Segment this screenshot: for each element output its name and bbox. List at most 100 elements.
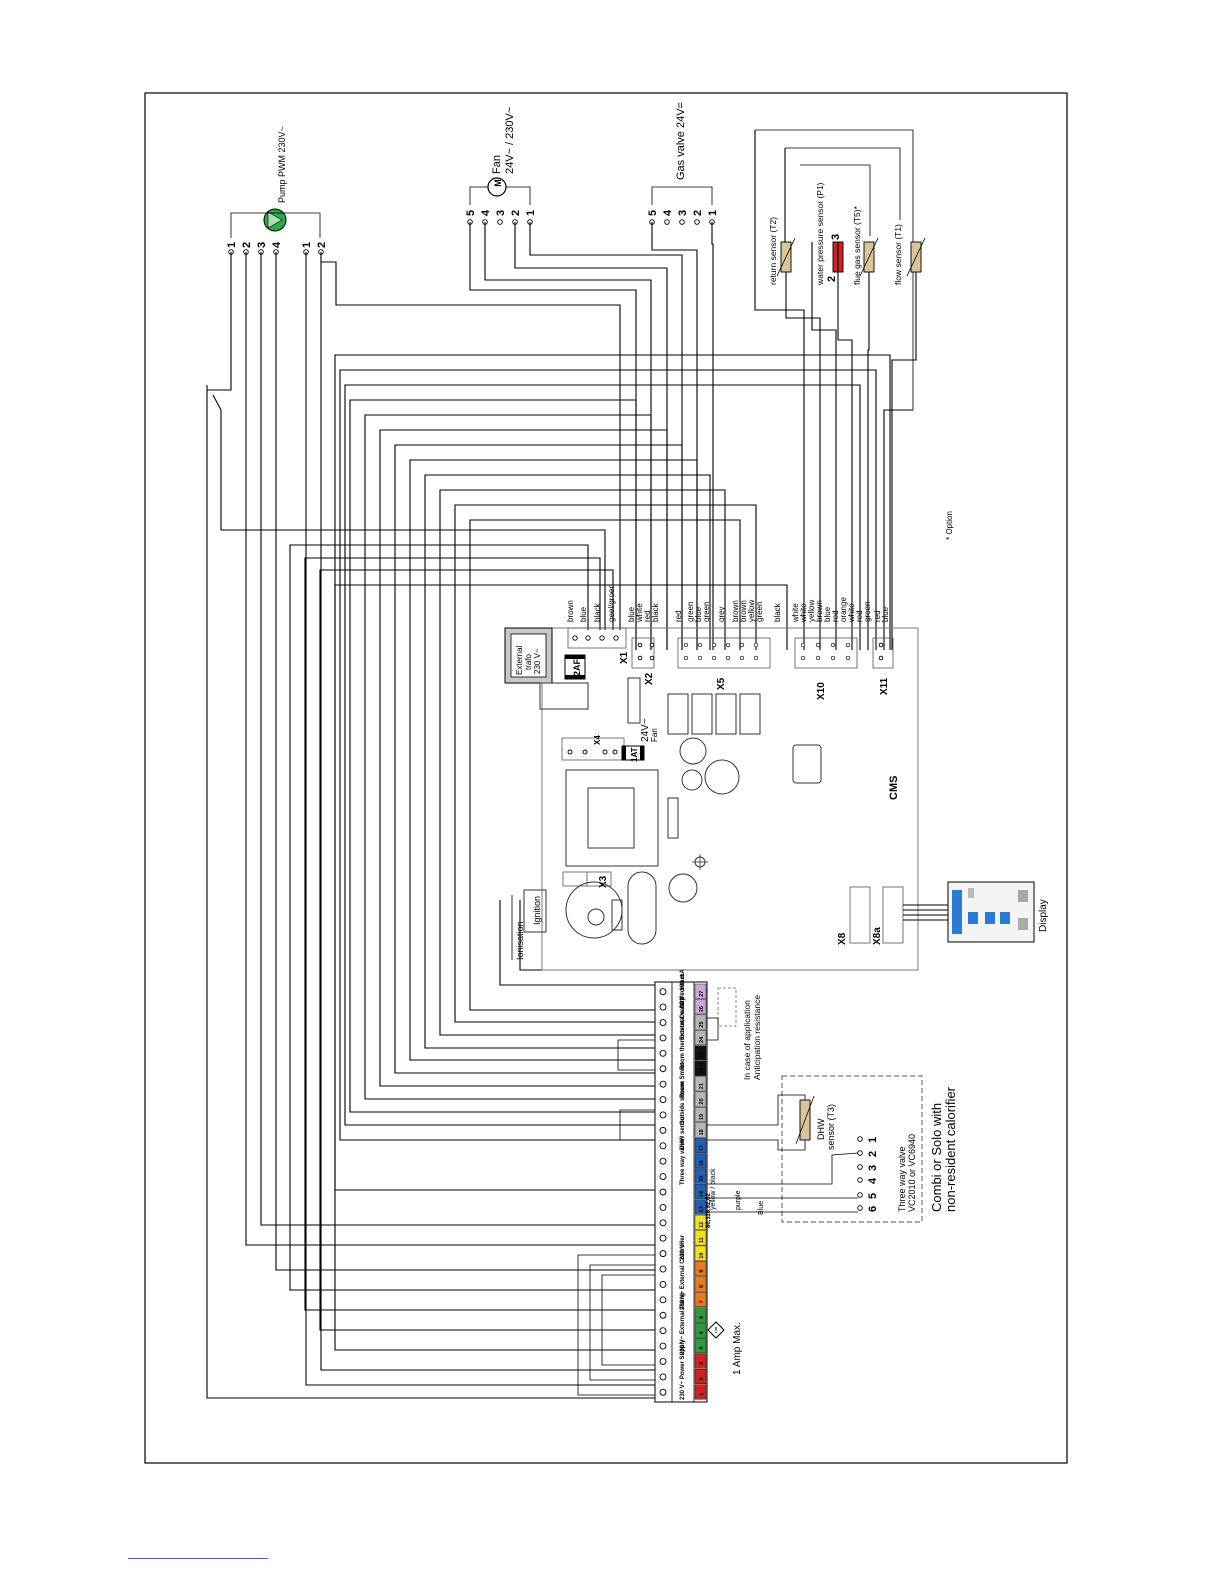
wire-color: blue xyxy=(627,606,636,622)
anticipation-note: In case of application xyxy=(742,1000,752,1080)
terminal-strip: 1234567891011121314151617181920212223242… xyxy=(654,968,762,1403)
terminal-number: 23 xyxy=(699,1052,705,1058)
terminal-screw xyxy=(659,1173,667,1181)
terminal-cell xyxy=(694,999,707,1015)
fan-pin: 2 xyxy=(510,210,522,216)
terminal-screw xyxy=(659,1157,667,1165)
terminal-screw xyxy=(659,1280,667,1288)
terminal-group-label: 24 V= 100 mA xyxy=(680,968,686,1008)
wire-note: Blue xyxy=(758,1201,765,1215)
gas-valve-pin: 3 xyxy=(677,210,689,216)
terminal-number: 15 xyxy=(699,1176,705,1182)
terminal-cell xyxy=(694,1291,707,1307)
terminal-group-label: 80,116,92,62 xyxy=(706,1193,712,1228)
terminal-screw xyxy=(659,1065,667,1073)
display: Display xyxy=(903,881,1049,943)
pump-pin: 4 xyxy=(271,241,283,248)
ionisation-label: Ionisation xyxy=(515,921,525,960)
terminal-cell xyxy=(694,1199,707,1215)
three-way-pin: 1 xyxy=(867,1137,879,1143)
terminal-screw xyxy=(659,1019,667,1026)
terminal-screw xyxy=(659,1126,667,1134)
terminal-cell xyxy=(694,1153,707,1169)
wire-color: red xyxy=(855,610,864,622)
connector-x2: X2 xyxy=(644,672,655,685)
terminal-number: 12 xyxy=(699,1222,705,1228)
fan-label: Fan xyxy=(491,155,503,174)
footer-rule xyxy=(128,1558,268,1559)
terminal-screw xyxy=(659,1203,667,1211)
terminal-cell xyxy=(694,1107,707,1123)
terminal-number: 8 xyxy=(699,1285,705,1288)
connector-x5: X5 xyxy=(716,677,727,690)
wire-note: purple xyxy=(735,1190,742,1210)
terminal-number: 4 xyxy=(699,1346,705,1350)
terminal-number: 16 xyxy=(699,1160,705,1166)
wire-color: red xyxy=(674,610,683,622)
terminal-cell xyxy=(694,1214,707,1230)
pump-label: Pump PWM 230V~ xyxy=(277,126,287,203)
pump-pin: 3 xyxy=(256,242,268,248)
terminal-number: 27 xyxy=(699,991,705,997)
wire-color: orange xyxy=(839,597,848,622)
dhw-sensor-label: DHW xyxy=(816,1118,826,1140)
external-trafo-line: trafo xyxy=(524,653,533,670)
terminal-cell xyxy=(694,1091,707,1107)
wire-color: black xyxy=(651,602,660,622)
terminal-cell xyxy=(694,1276,707,1292)
combi-solo-label: Combi or Solo with xyxy=(929,1103,944,1212)
amp-max-label: 1 Amp Max. xyxy=(732,1322,743,1375)
dhw-sensor-label: sensor (T3) xyxy=(826,1104,836,1150)
terminal-cell xyxy=(694,983,707,999)
wire-color: green xyxy=(863,602,872,622)
terminal-cell xyxy=(694,1076,707,1092)
terminal-group-label: Room Smart xyxy=(680,1062,686,1098)
fan-motor-symbol: M xyxy=(493,179,503,187)
terminal-cell xyxy=(694,1245,707,1261)
wire-color: geel/groen xyxy=(607,584,616,622)
fan: M Fan 24V~ / 230V~ 5 4 3 2 1 xyxy=(465,107,537,225)
connector-x8a: X8a xyxy=(872,927,883,945)
pump: Pump PWM 230V~ 1 2 3 4 1 2 xyxy=(226,126,328,255)
control-board: External trafo 230 V~ 2AF X1 X2 X5 X10 xyxy=(504,627,919,971)
wire-color: green xyxy=(702,602,711,622)
terminal-cell xyxy=(694,1322,707,1338)
terminal-number: 14 xyxy=(699,1190,705,1197)
terminal-screw xyxy=(659,1188,667,1196)
wire-color: grey xyxy=(717,606,726,622)
fan-supply-label: Fan xyxy=(650,728,659,742)
anticipation-note: Anticipation resistance xyxy=(752,995,762,1080)
wire-color: green xyxy=(686,602,695,622)
wire-color-labels: brown blue black geel/groen blue white r… xyxy=(566,584,890,623)
ignition-label: Ignition xyxy=(532,896,542,925)
terminal-screw xyxy=(659,1219,667,1227)
wire-color: brown xyxy=(731,600,740,622)
terminal-cell xyxy=(694,1122,707,1138)
terminal-cell xyxy=(694,1184,707,1200)
external-trafo-line: 230 V~ xyxy=(533,648,542,674)
terminal-number: 7 xyxy=(699,1300,705,1303)
fuse-1at-label: 1AT xyxy=(630,747,639,762)
terminal-cell xyxy=(694,1168,707,1184)
wire-color: white xyxy=(791,603,800,623)
terminal-group-label: External safety contact xyxy=(680,974,686,1040)
terminal-number: 2 xyxy=(699,1377,705,1380)
pump-pin: 2 xyxy=(241,242,253,248)
terminal-number: 22 xyxy=(699,1068,705,1074)
wire-color: yellow xyxy=(807,600,816,622)
connector-x1: X1 xyxy=(619,651,630,664)
three-way-pin: 5 xyxy=(867,1193,879,1199)
terminal-group-label: 230 V~ External Controller xyxy=(680,1234,686,1310)
terminal-screw xyxy=(659,1373,667,1381)
three-way-pin: 2 xyxy=(867,1151,879,1157)
connector-x10: X10 xyxy=(816,682,827,700)
terminal-screw xyxy=(659,1034,667,1042)
terminal-cell xyxy=(694,1338,707,1354)
terminal-cell xyxy=(694,1307,707,1323)
three-way-valve-label: Three way valve xyxy=(897,1146,907,1212)
gas-valve-pin: 2 xyxy=(692,210,704,216)
terminal-group-label: Three way valve xyxy=(680,1138,686,1185)
wire-color: brown xyxy=(739,600,748,622)
wiring xyxy=(206,130,917,1399)
